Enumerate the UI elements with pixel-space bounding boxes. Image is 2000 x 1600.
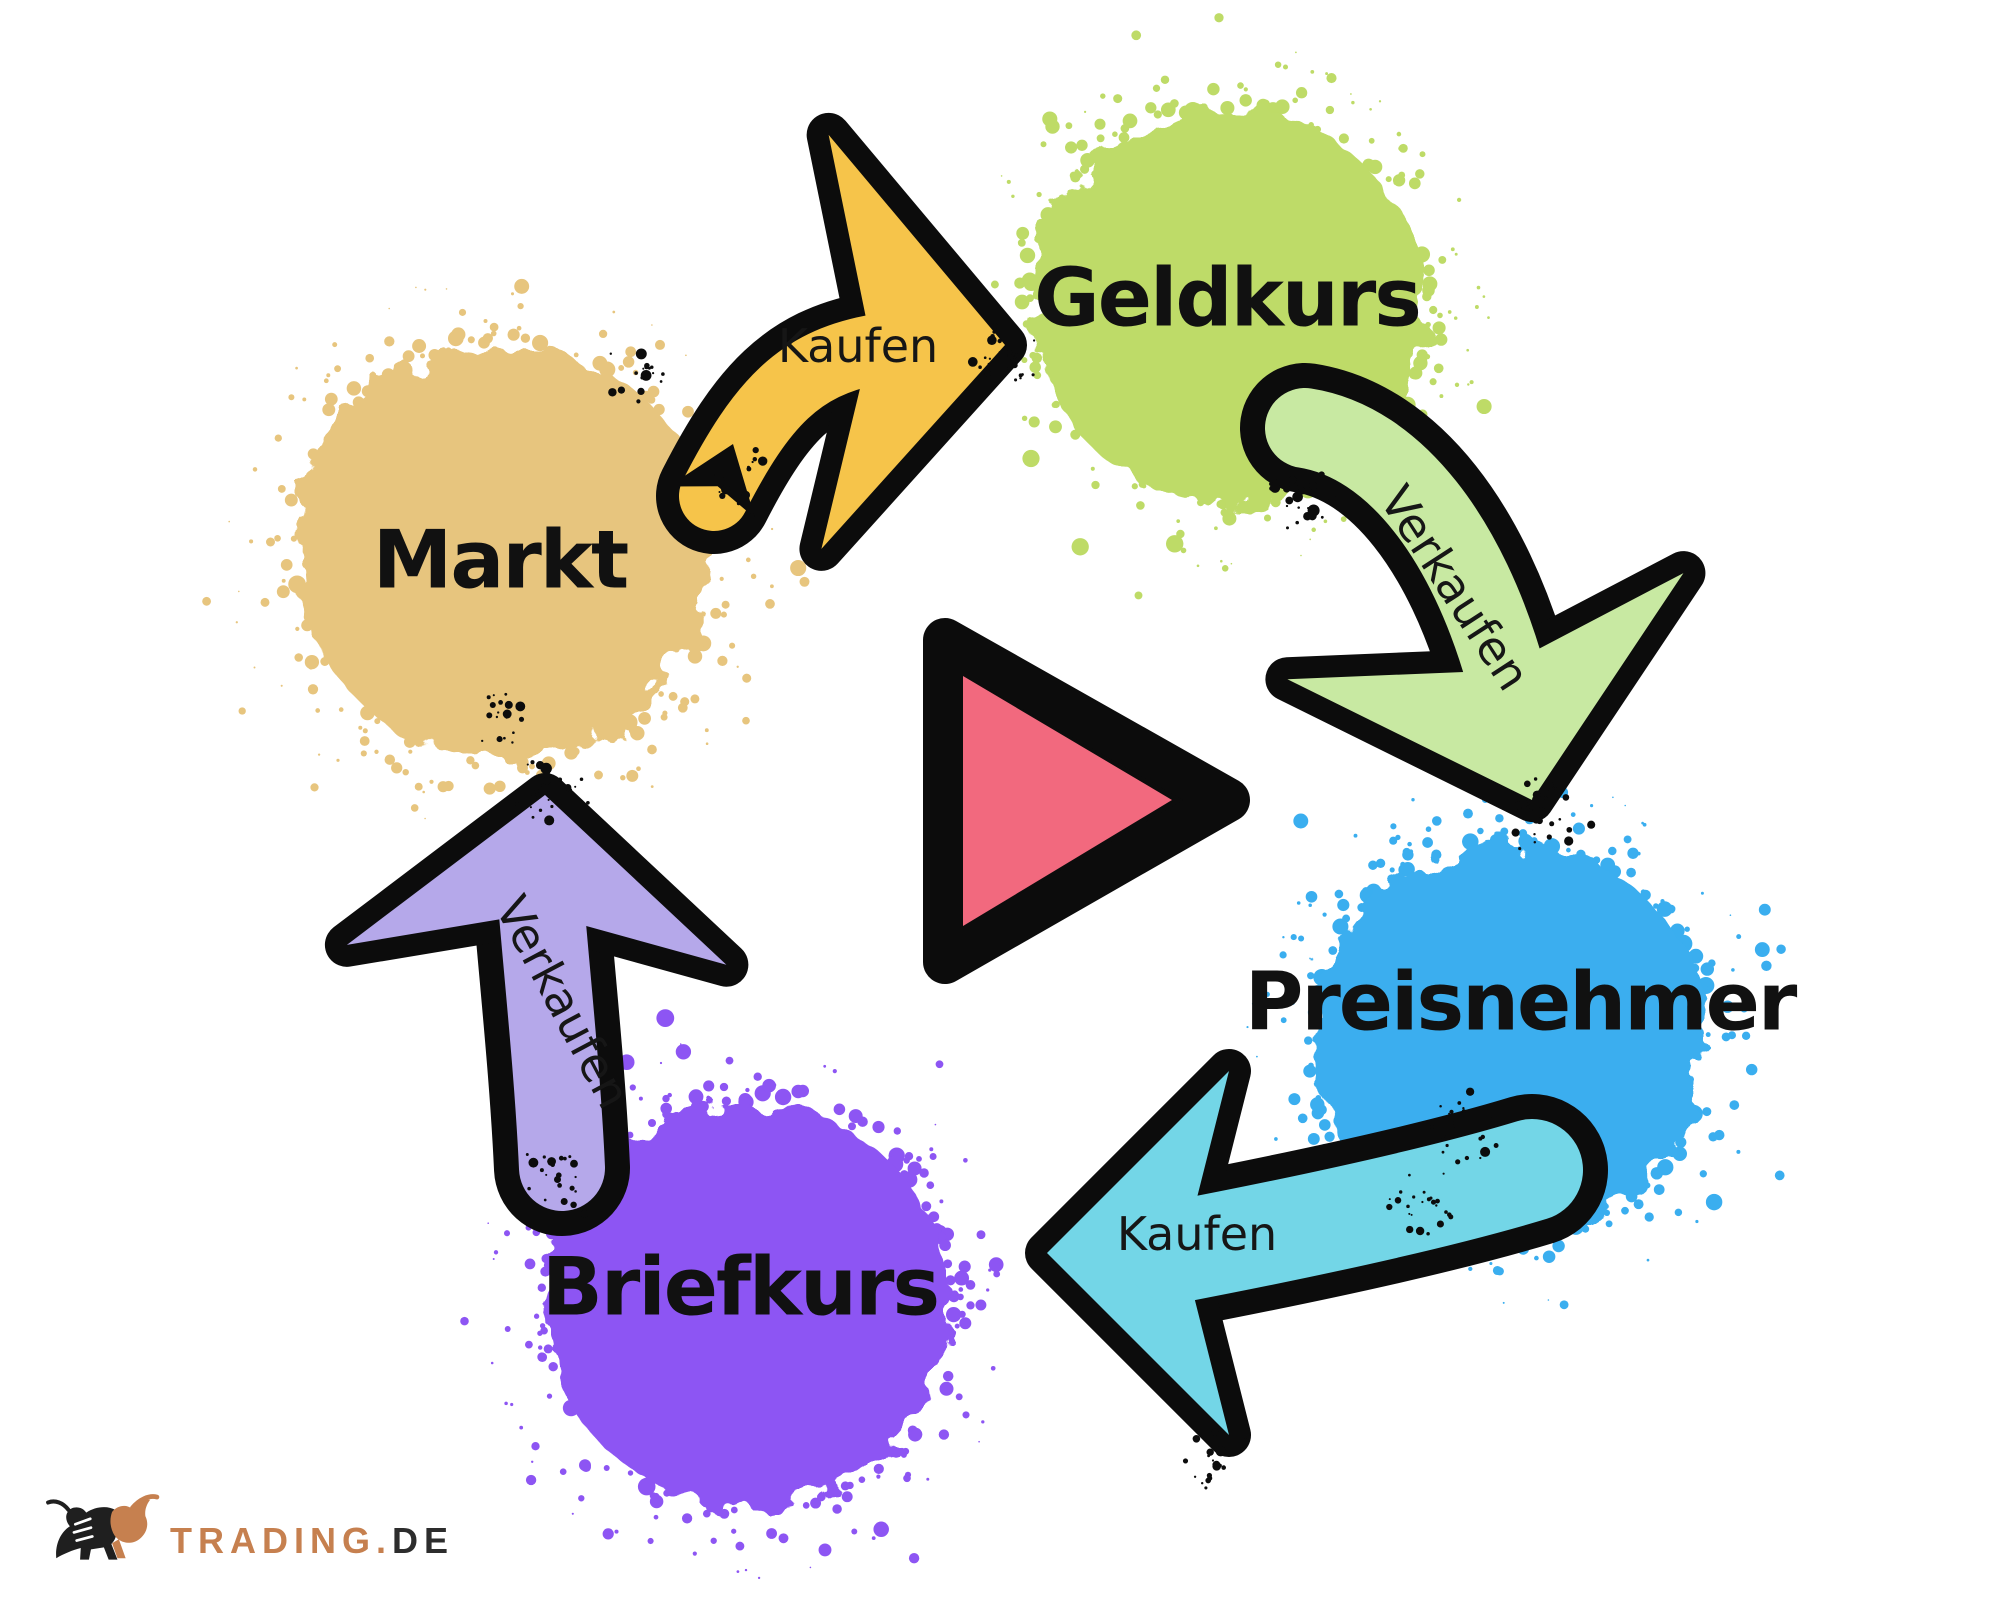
arrow-tail-notch	[668, 444, 756, 518]
node-circle-markt	[297, 345, 713, 761]
arrow-shaft	[498, 859, 605, 1211]
arrow-shaft	[1124, 1119, 1583, 1303]
node-label-preisnehmer: Preisnehmer	[1245, 956, 1798, 1049]
arrowhead-right-icon	[821, 134, 1005, 549]
edge-label-kaufen-bottom: Kaufen	[1117, 1207, 1277, 1261]
logo-dot: .	[376, 1520, 392, 1561]
node-label-markt: Markt	[373, 514, 628, 607]
node-briefkurs: Briefkurs	[460, 1009, 1004, 1580]
edge-label-kaufen-top: Kaufen	[778, 319, 938, 373]
logo: TRADING.DE	[46, 1494, 454, 1561]
edge-markt-to-geldkurs: Kaufen	[656, 112, 1027, 571]
edge-geldkurs-to-preisnehmer: Verkaufen	[1240, 363, 1706, 822]
play-icon-fill	[963, 676, 1172, 926]
node-label-briefkurs: Briefkurs	[542, 1241, 938, 1334]
logo-tld: DE	[392, 1520, 454, 1561]
bull-icon	[46, 1494, 160, 1560]
logo-brand: TRADING	[170, 1520, 376, 1561]
node-markt: Markt	[202, 278, 810, 826]
arrow-shaft	[1265, 388, 1546, 716]
edge-briefkurs-to-markt: Verkaufen	[324, 773, 749, 1236]
node-circle-briefkurs	[546, 1104, 950, 1508]
ink-splats	[481, 323, 1596, 1490]
play-icon	[923, 618, 1250, 984]
logo-text: TRADING.DE	[170, 1520, 454, 1561]
edge-preisnehmer-to-briefkurs: Kaufen	[1025, 1049, 1608, 1457]
node-label-geldkurs: Geldkurs	[1034, 252, 1420, 345]
